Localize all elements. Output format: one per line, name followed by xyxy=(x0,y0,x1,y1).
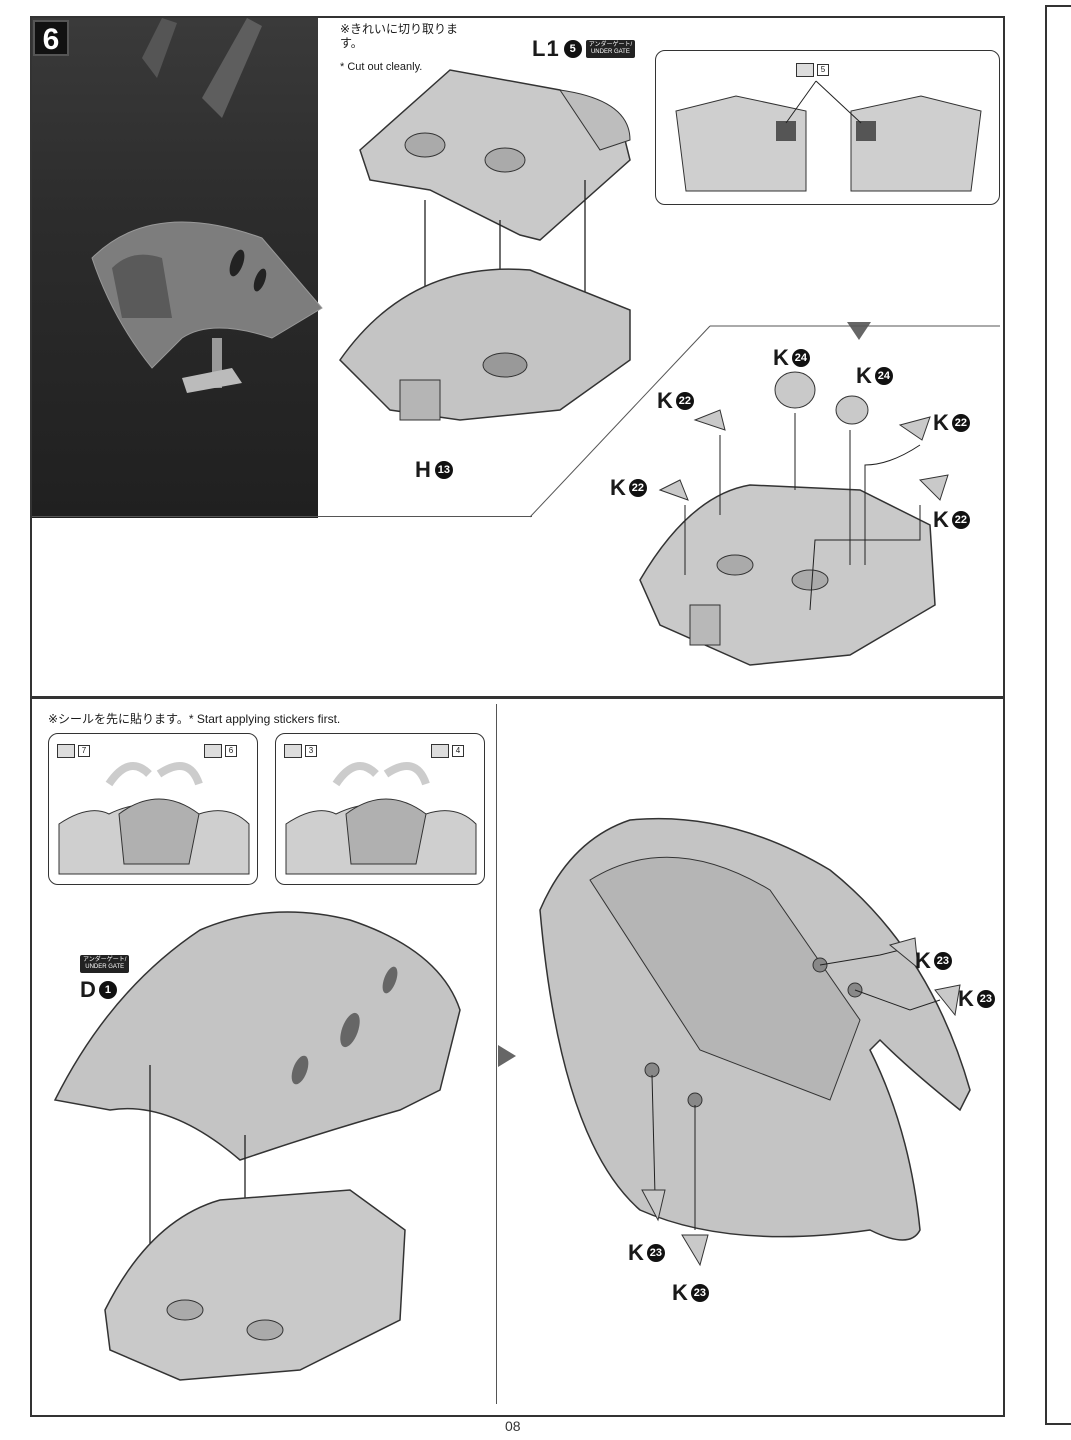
sticker-number: 5 xyxy=(817,64,829,76)
sticker-tag-7: 7 xyxy=(57,744,90,758)
sticker-detail-callout: 5 xyxy=(655,50,1000,205)
right-assembly-drawing xyxy=(639,371,949,666)
part-label-k24-b: K 24 xyxy=(856,363,893,389)
page-number: 08 xyxy=(505,1418,521,1434)
part-letter: H xyxy=(415,457,432,482)
part-label-k23-c: K 23 xyxy=(628,1240,665,1266)
photo-illustration xyxy=(91,18,323,393)
sticker-tag-6: 6 xyxy=(204,744,237,758)
part-label-k23-d: K 23 xyxy=(672,1280,709,1306)
sticker-icon xyxy=(431,744,449,758)
reference-photo xyxy=(32,18,323,518)
part-number: 5 xyxy=(563,40,582,58)
sticker-icon xyxy=(796,63,814,77)
cover-assembly-drawing xyxy=(53,911,461,1381)
part-label-k23-a: K 23 xyxy=(915,948,952,974)
sticker-icon xyxy=(204,744,222,758)
panel-diagonal-divider xyxy=(529,325,1000,518)
sticker-tag-4: 4 xyxy=(431,744,464,758)
part-letter: L1 xyxy=(532,36,560,61)
part-label-k22-c: K 22 xyxy=(610,475,647,501)
top-part-drawing xyxy=(339,69,631,421)
right-edge-page-frame xyxy=(1045,5,1071,1425)
part-label-k22-a: K 22 xyxy=(657,388,694,414)
under-gate-badge: アンダーゲート/UNDER GATE xyxy=(80,955,130,973)
step-number: 6 xyxy=(33,20,69,56)
part-label-l1-5: L1 5 アンダーゲート/UNDER GATE xyxy=(532,36,636,62)
sticker-callout-left: 7 6 xyxy=(48,733,258,885)
bottom-panel-frame xyxy=(30,697,1005,1417)
sticker-callout-right: 3 4 xyxy=(275,733,485,885)
part-label-d1: アンダーゲート/UNDER GATE D 1 xyxy=(80,955,130,1003)
sticker-first-note: ※シールを先に貼ります。* Start applying stickers fi… xyxy=(48,712,341,726)
part-label-k22-b: K 22 xyxy=(933,410,970,436)
part-label-k24-a: K 24 xyxy=(773,345,810,371)
cut-cleanly-note-en: * Cut out cleanly. xyxy=(340,61,423,73)
bottom-divider xyxy=(496,704,497,1404)
sticker-tag-3: 3 xyxy=(284,744,317,758)
part-letter: D xyxy=(80,977,97,1003)
under-gate-badge: アンダーゲート/UNDER GATE xyxy=(585,40,636,58)
panel-divider-lower xyxy=(32,516,532,517)
sticker-icon xyxy=(284,744,302,758)
part-number: 13 xyxy=(434,461,453,479)
step-arrow-right-icon xyxy=(498,1045,516,1067)
sticker-callout-right-drawing xyxy=(285,762,477,875)
part-label-h13: H 13 xyxy=(415,457,453,483)
part-label-k22-d: K 22 xyxy=(933,507,970,533)
part-label-k23-b: K 23 xyxy=(958,986,995,1012)
sticker-detail-drawing xyxy=(675,80,982,192)
sticker-callout-left-drawing xyxy=(58,762,250,875)
cut-cleanly-note-ja: ※きれいに切り取ります。 xyxy=(340,22,459,50)
part-number: 1 xyxy=(98,981,117,1000)
inner-cover-assembly-drawing xyxy=(539,817,971,1267)
sticker-icon xyxy=(57,744,75,758)
sticker-tag-5: 5 xyxy=(796,63,829,77)
